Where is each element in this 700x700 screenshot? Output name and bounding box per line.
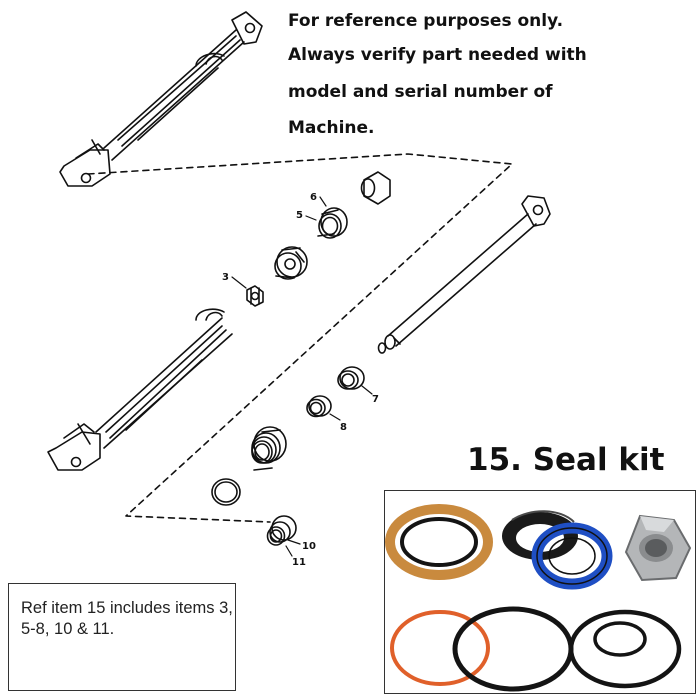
seal-kit-title: 15. Seal kit bbox=[467, 442, 665, 478]
piston bbox=[274, 246, 308, 280]
explode-outline-dashed bbox=[87, 153, 513, 523]
part-3-nut bbox=[246, 285, 264, 307]
reference-note-line-4: Machine. bbox=[288, 118, 375, 138]
part-5-seal bbox=[317, 207, 348, 239]
callout-5: 5 bbox=[296, 210, 303, 221]
piston-rod bbox=[377, 195, 551, 354]
tan-backup-ring bbox=[385, 504, 493, 580]
callout-7: 7 bbox=[372, 394, 379, 405]
callout-10: 10 bbox=[302, 541, 316, 552]
callout-8: 8 bbox=[340, 422, 347, 433]
blue-rod-seal bbox=[531, 522, 613, 590]
ref-note-text: Ref item 15 includes items 3, 5-8, 10 & … bbox=[21, 599, 233, 638]
part-10-11-rings bbox=[266, 515, 297, 546]
part-8-wiper bbox=[306, 395, 332, 418]
ref-note-box bbox=[8, 583, 236, 691]
reference-note-line-2: Always verify part needed with bbox=[288, 45, 587, 65]
small-black-o-ring bbox=[593, 621, 647, 657]
steel-nut bbox=[624, 514, 692, 582]
callout-6: 6 bbox=[310, 192, 317, 203]
part-7-seal bbox=[337, 366, 365, 390]
cylinder-barrel-bottom bbox=[47, 308, 233, 471]
reference-note-line-3: model and serial number of bbox=[288, 82, 553, 102]
gland bbox=[251, 426, 287, 471]
reference-note-line-1: For reference purposes only. bbox=[288, 11, 564, 31]
callout-leaders bbox=[231, 196, 373, 557]
callout-11: 11 bbox=[292, 557, 306, 568]
orange-o-ring bbox=[390, 610, 490, 686]
callout-3: 3 bbox=[222, 272, 229, 283]
seal-kit-frame bbox=[384, 490, 696, 694]
o-ring-loose bbox=[211, 478, 241, 506]
part-6-sleeve bbox=[360, 171, 391, 205]
medium-black-o-ring bbox=[568, 609, 682, 689]
cylinder-assembly-top bbox=[59, 11, 263, 187]
seal-kit-photo bbox=[385, 504, 692, 692]
